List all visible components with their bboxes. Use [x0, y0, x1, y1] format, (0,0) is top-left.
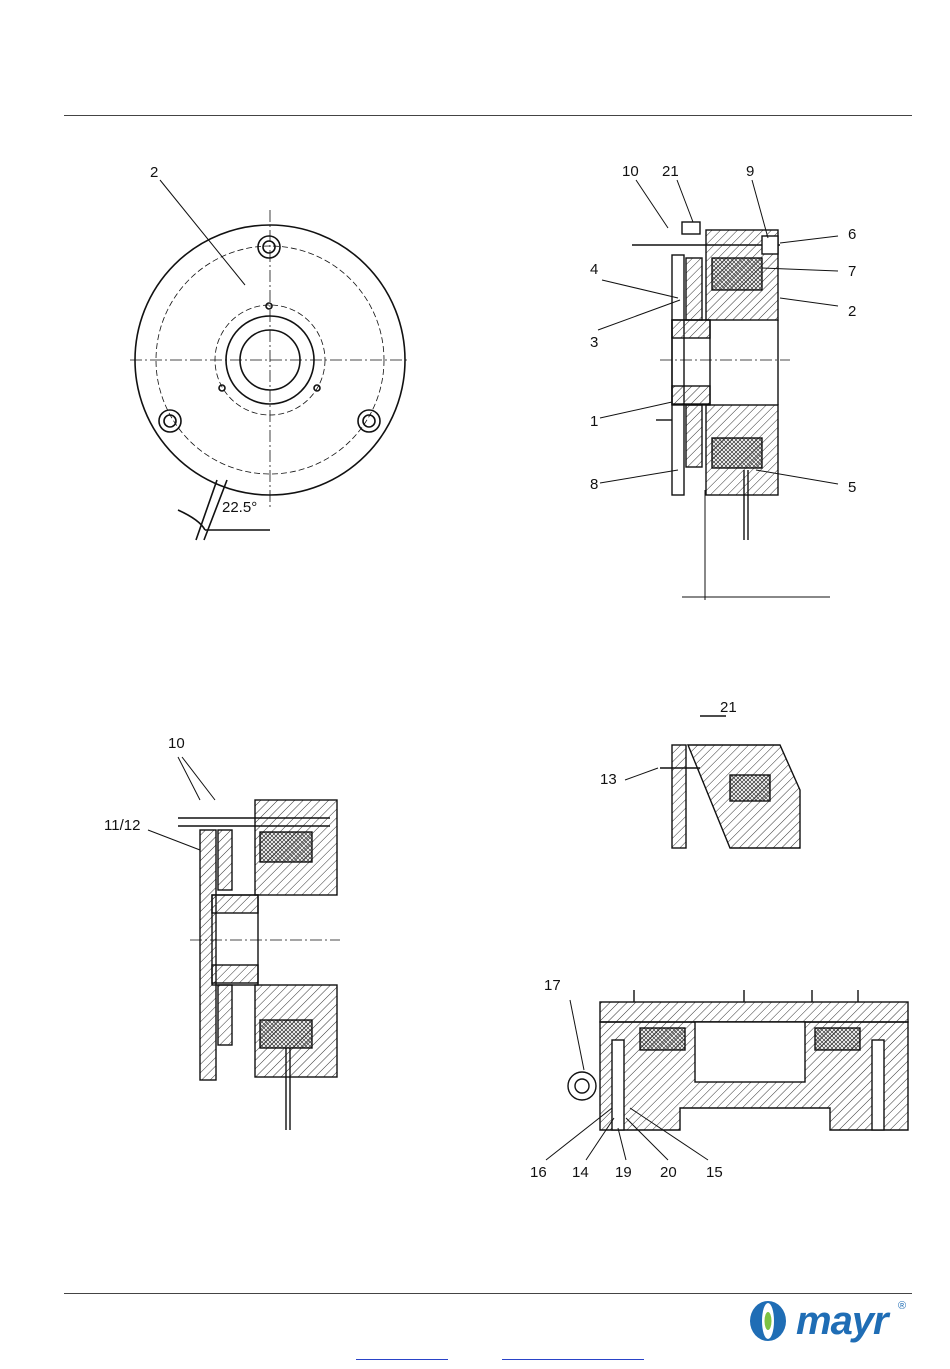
detail-view-drawing [625, 716, 800, 848]
fig5-label-16: 16 [530, 1165, 547, 1180]
fig3-label-11-12: 11/12 [104, 818, 140, 833]
mayr-logo: mayr ® [748, 1300, 918, 1342]
brand-name: mayr [796, 1300, 888, 1342]
footer-link-underline-2[interactable] [502, 1359, 644, 1360]
fig4-label-21: 21 [720, 700, 737, 715]
registered-mark: ® [898, 1300, 906, 1312]
fig1-angle-label: 22.5° [222, 500, 257, 515]
fig1-label-2: 2 [150, 165, 158, 180]
fig2-label-3: 3 [590, 335, 598, 350]
fig2-label-8: 8 [590, 477, 598, 492]
mayr-logo-icon [748, 1300, 792, 1342]
fig2-label-2: 2 [848, 304, 856, 319]
fig5-label-17: 17 [544, 978, 561, 993]
section-view-variant-drawing [148, 757, 340, 1130]
fig2-label-7: 7 [848, 264, 856, 279]
fig2-label-5: 5 [848, 480, 856, 495]
fig2-label-9: 9 [746, 164, 754, 179]
front-view-drawing [130, 180, 410, 540]
fig5-label-15: 15 [706, 1165, 723, 1180]
fig4-label-13: 13 [600, 772, 617, 787]
fig2-label-6: 6 [848, 227, 856, 242]
fig2-label-4: 4 [590, 262, 598, 277]
footer-link-underline-1[interactable] [356, 1359, 448, 1360]
fig5-label-14: 14 [572, 1165, 589, 1180]
fig5-label-19: 19 [615, 1165, 632, 1180]
fig2-label-10: 10 [622, 164, 639, 179]
fig2-label-1: 1 [590, 414, 598, 429]
fig3-label-10: 10 [168, 736, 185, 751]
bottom-section-drawing [546, 990, 908, 1160]
fig2-label-21: 21 [662, 164, 679, 179]
section-view-drawing [598, 180, 838, 600]
fig5-label-20: 20 [660, 1165, 677, 1180]
